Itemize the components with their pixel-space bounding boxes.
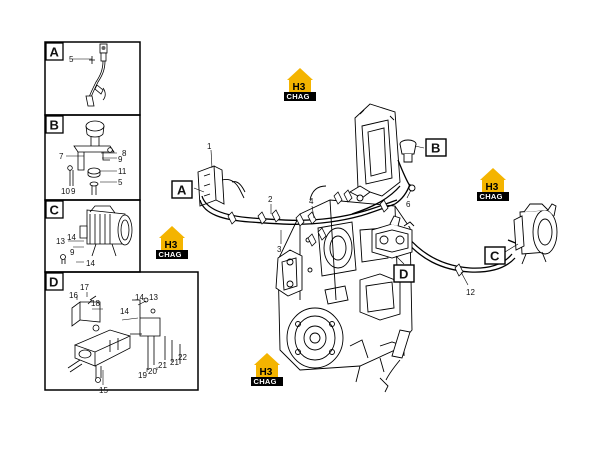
callout-d-14a: 14 bbox=[120, 307, 129, 316]
hose-lines bbox=[199, 159, 519, 273]
logo-2-mark: H3 bbox=[486, 182, 499, 193]
reservoir-cap bbox=[399, 139, 417, 192]
callout-b-9a: 9 bbox=[118, 155, 123, 164]
logo-3-mark: H3 bbox=[165, 240, 178, 251]
electric-pump bbox=[513, 203, 558, 265]
logo-3-text: CHAG bbox=[159, 250, 182, 259]
callout-main-3: 3 bbox=[277, 245, 282, 254]
callout-d-21a: 21 bbox=[158, 361, 167, 370]
panel-d-frame bbox=[44, 271, 199, 391]
panel-a-drawing bbox=[72, 43, 108, 107]
logo-4-mark: H3 bbox=[260, 367, 273, 378]
panel-a-letter: A bbox=[50, 45, 60, 60]
watermark-logo-4: H3 CHAG bbox=[251, 353, 283, 386]
callout-c-13: 13 bbox=[56, 237, 65, 246]
logo-1-mark: H3 bbox=[293, 82, 306, 93]
callout-d-22: 22 bbox=[178, 353, 187, 362]
panel-letter-boxes: A B C D bbox=[45, 42, 64, 291]
callout-main-6: 6 bbox=[406, 200, 411, 209]
callout-c-14b: 14 bbox=[86, 259, 95, 268]
callout-main-4: 4 bbox=[309, 197, 314, 206]
hose-clips bbox=[227, 189, 464, 277]
main-label-c: C bbox=[490, 249, 500, 264]
callout-d-13: 13 bbox=[149, 293, 158, 302]
main-letter-labels: A B C D bbox=[171, 138, 506, 283]
panel-d-drawing bbox=[67, 292, 181, 385]
callout-d-18: 18 bbox=[91, 299, 100, 308]
main-label-a: A bbox=[177, 183, 187, 198]
panel-frames bbox=[44, 41, 199, 391]
watermark-logo-3: H3 CHAG bbox=[156, 226, 188, 259]
callout-main-12: 12 bbox=[466, 288, 475, 297]
leader-lines bbox=[193, 145, 519, 286]
callout-c-9: 9 bbox=[70, 248, 75, 257]
callout-d-21b: 21 bbox=[170, 358, 179, 367]
panel-d-letter: D bbox=[49, 275, 58, 290]
callout-b-9b: 9 bbox=[71, 187, 76, 196]
panel-c-drawing bbox=[60, 205, 133, 264]
callout-d-20: 20 bbox=[148, 367, 157, 376]
callout-d-15: 15 bbox=[99, 386, 108, 395]
watermark-logo-2: H3 CHAG bbox=[477, 168, 509, 201]
logo-4-text: CHAG bbox=[254, 377, 277, 386]
callout-c-14a: 14 bbox=[67, 233, 76, 242]
logo-2-text: CHAG bbox=[480, 192, 503, 201]
panel-c-letter: C bbox=[50, 203, 60, 218]
main-label-b: B bbox=[431, 141, 440, 156]
panel-b-drawing bbox=[66, 120, 117, 195]
logo-1-text: CHAG bbox=[287, 92, 310, 101]
callout-d-14b: 14 bbox=[135, 293, 144, 302]
callout-b-8: 8 bbox=[122, 149, 127, 158]
callout-d-17: 17 bbox=[80, 283, 89, 292]
callout-b-5: 5 bbox=[118, 178, 123, 187]
main-label-d: D bbox=[399, 267, 408, 282]
callout-b-7: 7 bbox=[59, 152, 64, 161]
callout-main-1: 1 bbox=[207, 142, 212, 151]
callout-b-11: 11 bbox=[118, 167, 127, 176]
callout-a-5: 5 bbox=[69, 55, 74, 64]
callout-main-2: 2 bbox=[268, 195, 273, 204]
valve-block bbox=[371, 215, 415, 259]
lever-bracket bbox=[197, 165, 246, 207]
callout-b-10: 10 bbox=[61, 187, 70, 196]
panel-b-letter: B bbox=[50, 118, 59, 133]
callout-d-16: 16 bbox=[69, 291, 78, 300]
callout-d-19: 19 bbox=[138, 371, 147, 380]
watermark-logo-1: H3 CHAG bbox=[284, 68, 316, 101]
